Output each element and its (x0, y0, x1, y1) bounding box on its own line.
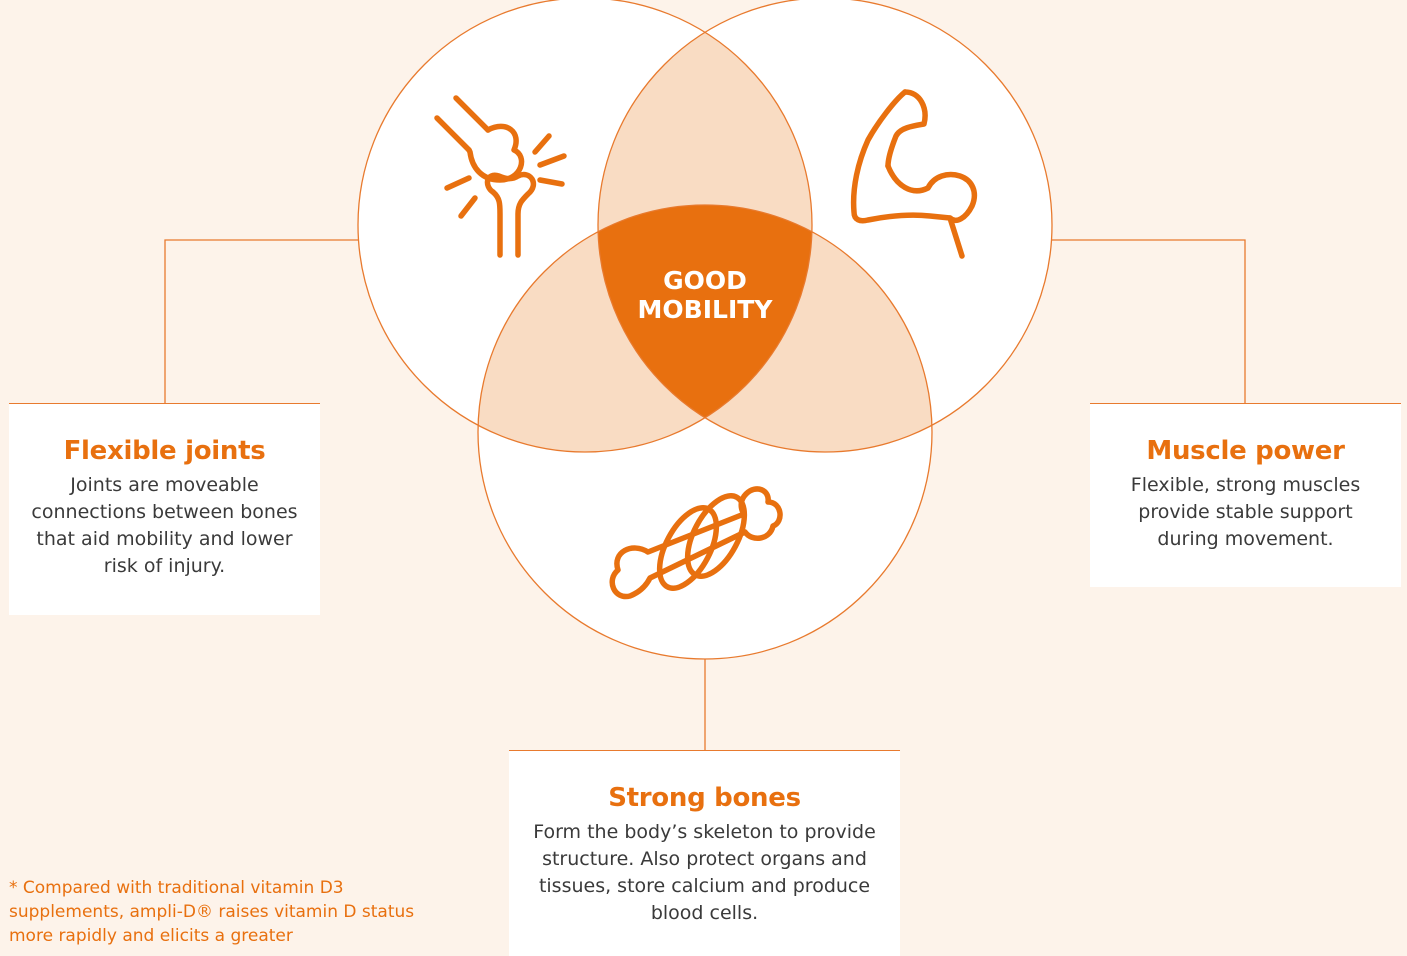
center-label-line1: GOOD (663, 266, 747, 295)
circle-bones-outline (477, 204, 933, 660)
footnote: * Compared with traditional vitamin D3 s… (9, 878, 415, 946)
card-flexible-joints: Flexible joints Joints are moveable conn… (9, 403, 320, 615)
card-muscle-text: Flexible, strong muscles provide stable … (1130, 474, 1361, 550)
card-strong-bones: Strong bones Form the body’s skeleton to… (509, 750, 900, 956)
card-muscle-power: Muscle power Flexible, strong muscles pr… (1090, 403, 1401, 587)
flexed-arm-icon (850, 89, 978, 259)
connector-lines (164, 239, 1246, 750)
card-joints-text: Joints are moveable connections between … (31, 474, 298, 577)
card-bones-text: Form the body’s skeleton to provide stru… (533, 821, 876, 924)
joint-pain-icon (434, 95, 567, 258)
card-muscle-title: Muscle power (1146, 436, 1345, 466)
center-label-line2: MOBILITY (637, 295, 773, 324)
circle-muscle-outline (597, 0, 1053, 453)
card-bones-title: Strong bones (608, 783, 801, 813)
bone-with-rings-icon (609, 486, 783, 600)
center-label: GOOD MOBILITY (620, 266, 790, 324)
connector-joints (164, 239, 360, 403)
connector-muscle (1050, 239, 1246, 403)
card-joints-title: Flexible joints (63, 436, 266, 466)
circle-joints-outline (357, 0, 813, 453)
